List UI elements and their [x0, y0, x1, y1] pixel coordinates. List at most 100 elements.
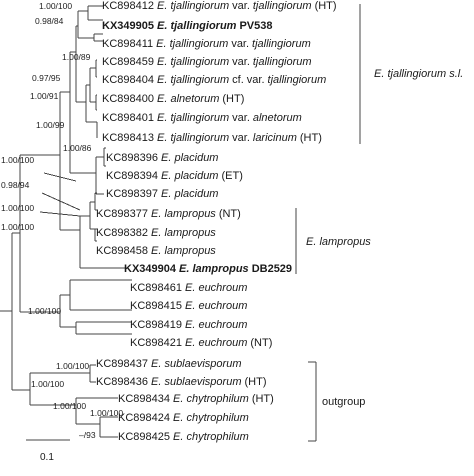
taxon-rank: var. — [231, 38, 250, 50]
support-value: 1.00/100 — [31, 379, 65, 389]
taxon-acc: KC898436 — [96, 376, 148, 388]
taxon-note: (HT) — [251, 393, 274, 405]
support-value: 1.00/100 — [1, 155, 35, 165]
taxon-species: E. tjallingiorum — [156, 38, 229, 50]
taxon-species: E. lampropus — [151, 227, 216, 239]
taxon-species: E. lampropus — [179, 263, 249, 275]
taxon-acc: KC898377 — [96, 208, 148, 220]
taxon-acc: KC898458 — [96, 245, 148, 257]
taxon-species: E. placidum — [161, 170, 219, 182]
taxon-species: E. tjallingiorum — [157, 0, 230, 12]
taxon-note: (NT) — [250, 337, 273, 349]
taxon-rank: cf. var. — [232, 74, 265, 86]
support-value: 1.00/100 — [53, 401, 87, 411]
taxon-acc: KC898459 — [102, 56, 154, 68]
taxon-species: E. euchroum — [185, 300, 248, 312]
taxon-note: (HT) — [222, 93, 245, 105]
support-value: 1.00/86 — [63, 143, 92, 153]
taxon-species: E. tjallingiorum — [157, 56, 230, 68]
taxon-epithet: tjallingiorum — [252, 38, 311, 50]
taxon-acc: KC898396 — [106, 152, 158, 164]
taxon-epithet: laricinum — [252, 132, 297, 144]
taxon-acc: KC898461 — [130, 282, 182, 294]
taxon-species: E. placidum — [161, 152, 219, 164]
taxon-acc: KX349905 — [102, 20, 154, 32]
taxon-rank: var. — [232, 56, 250, 68]
taxon-acc: KC898421 — [130, 337, 182, 349]
taxon-species: E. euchroum — [185, 282, 248, 294]
taxon-species: E. sublaevisporum — [151, 376, 242, 388]
support-value: 1.00/100 — [90, 408, 124, 418]
taxon-note: (HT) — [299, 132, 322, 144]
taxon-species: E. tjallingiorum — [157, 20, 237, 32]
support-value: 0.97/95 — [32, 73, 61, 83]
support-value: 1.00/91 — [30, 91, 59, 101]
taxon-acc: KC898413 — [102, 132, 154, 144]
taxon-species: E. lampropus — [151, 208, 216, 220]
taxon-species: E. euchroum — [185, 337, 248, 349]
taxon-acc: KC898382 — [96, 227, 148, 239]
taxon-note: (HT) — [314, 0, 337, 12]
taxon-note: (NT) — [218, 208, 241, 220]
support-value: 1.00/100 — [28, 306, 62, 316]
group-label-lampropus: E. lampropus — [306, 236, 371, 248]
taxon-epithet: tjallingiorum — [252, 0, 312, 12]
taxon-acc: KC898400 — [102, 93, 154, 105]
taxon-note: (HT) — [244, 376, 267, 388]
support-value: 1.00/99 — [36, 120, 65, 130]
taxon-species: E. tjallingiorum — [157, 132, 230, 144]
taxon-acc: KC898401 — [102, 112, 154, 124]
taxon-species: E. lampropus — [151, 245, 216, 257]
taxon-species: E. euchroum — [185, 319, 248, 331]
taxon-species: E. tjallingiorum — [157, 74, 230, 86]
taxon-species: E. alnetorum — [157, 93, 220, 105]
taxon-rank: var. — [232, 0, 250, 12]
taxon-species: E. sublaevisporum — [151, 358, 242, 370]
support-value: 0.98/84 — [35, 16, 64, 26]
taxon-acc: KC898404 — [102, 74, 154, 86]
group-label-outgroup: outgroup — [322, 396, 366, 408]
taxon-acc: KC898434 — [118, 393, 170, 405]
group-label-tjallingiorum: E. tjallingiorum s.l. — [374, 68, 464, 80]
support-value: 1.00/100 — [1, 222, 35, 232]
support-value: 0.98/94 — [1, 180, 30, 190]
taxon-acc: KC898412 — [102, 0, 154, 12]
scale-bar-label: 0.1 — [40, 452, 54, 463]
taxon-acc: KC898394 — [106, 170, 158, 182]
taxon-species: E. chytrophilum — [173, 431, 249, 443]
taxon-note: PV538 — [239, 20, 273, 32]
taxon-epithet: alnetorum — [252, 112, 302, 124]
taxon-acc: KC898415 — [130, 300, 182, 312]
support-value: 1.00/100 — [1, 203, 35, 213]
taxon-acc: KC898397 — [106, 188, 158, 200]
support-value: 1.00/89 — [62, 52, 91, 62]
taxon-acc: KC898419 — [130, 319, 182, 331]
taxon-acc: KC898411 — [102, 38, 154, 50]
support-value: –/93 — [79, 430, 96, 440]
support-value: 1.00/100 — [39, 1, 73, 11]
support-value: 1.00/100 — [56, 361, 90, 371]
